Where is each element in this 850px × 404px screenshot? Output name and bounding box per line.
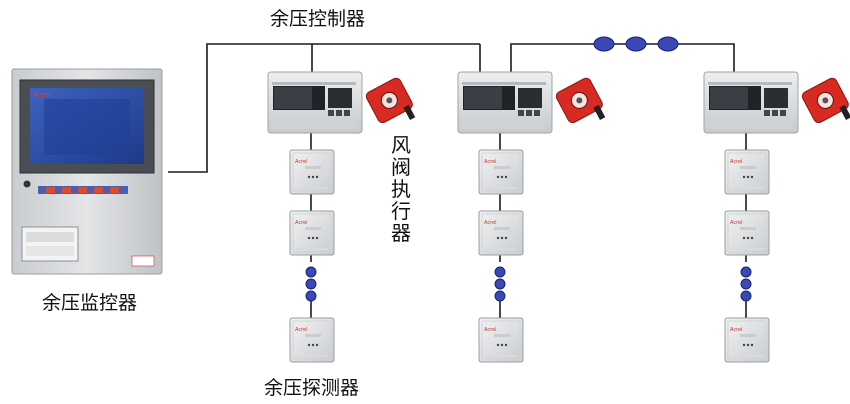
residual-pressure-detector: Acrel <box>478 210 524 256</box>
wire-monitor-to-bus <box>168 43 480 173</box>
damper-actuator <box>801 77 850 124</box>
wire-controller-2-to-3 <box>510 43 735 72</box>
monitor-label: 余压监控器 <box>42 292 138 314</box>
controller-label: 余压控制器 <box>270 8 366 30</box>
residual-pressure-detector: Acrel <box>724 317 770 363</box>
svg-text:Acrel: Acrel <box>484 220 497 226</box>
damper-actuator <box>365 77 416 124</box>
residual-pressure-detector: Acrel <box>289 317 335 363</box>
bus-dot <box>593 36 615 52</box>
detector-label: 余压探测器 <box>264 377 360 399</box>
actuator-label: 风 阀 执 行 器 <box>391 133 411 245</box>
residual-pressure-controller <box>457 71 553 134</box>
svg-text:Acrel: Acrel <box>484 327 497 333</box>
detectors: AcrelAcrelAcrelAcrelAcrelAcrelAcrelAcrel… <box>289 149 770 363</box>
residual-pressure-controller <box>703 71 799 134</box>
residual-pressure-detector: Acrel <box>478 317 524 363</box>
damper-actuators <box>365 77 850 124</box>
svg-text:Acrel: Acrel <box>730 327 743 333</box>
bus-dot <box>657 36 679 52</box>
residual-pressure-detector: Acrel <box>724 210 770 256</box>
svg-text:Acrel: Acrel <box>295 159 308 165</box>
svg-text:Acrel: Acrel <box>730 159 743 165</box>
svg-text:Acrel: Acrel <box>295 220 308 226</box>
monitor-brand: Acrel <box>33 91 51 99</box>
svg-text:Acrel: Acrel <box>484 159 497 165</box>
bus-dot <box>625 36 647 52</box>
chain-dots <box>305 266 752 302</box>
residual-pressure-monitor: Acrel <box>11 68 163 275</box>
damper-actuator <box>555 77 606 124</box>
bus-dots-horizontal <box>593 36 679 52</box>
residual-pressure-detector: Acrel <box>289 210 335 256</box>
residual-pressure-detector: Acrel <box>478 149 524 195</box>
svg-text:Acrel: Acrel <box>295 327 308 333</box>
controllers <box>267 71 799 134</box>
residual-pressure-controller <box>267 71 363 134</box>
wiring <box>168 43 747 318</box>
svg-text:Acrel: Acrel <box>730 220 743 226</box>
residual-pressure-detector: Acrel <box>289 149 335 195</box>
residual-pressure-detector: Acrel <box>724 149 770 195</box>
